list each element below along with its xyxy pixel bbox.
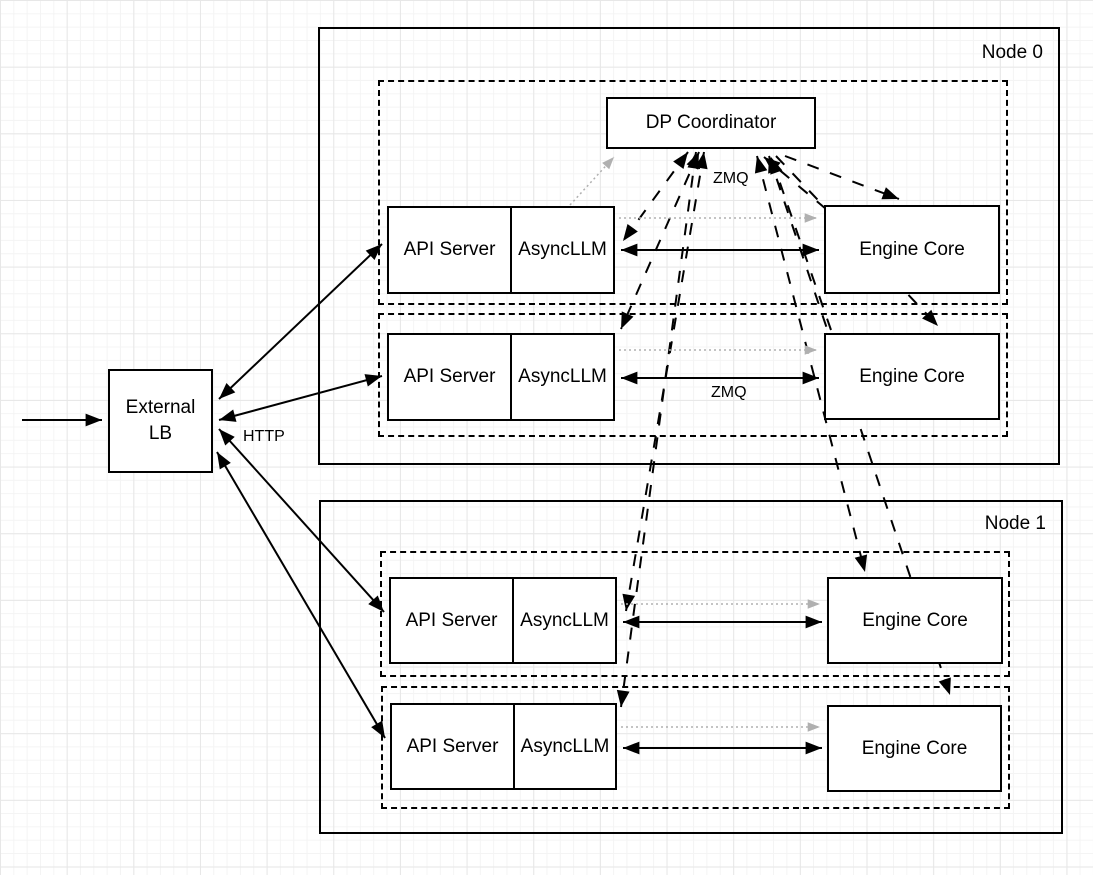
node0-row0-asyncllm: AsyncLLM [518,239,607,260]
arrow-lb-api0r1 [218,243,383,400]
arrow-coord-async1r2 [616,151,701,708]
arrow-lb-api0r2 [218,374,383,422]
node1-row0-frontend-box: API Server AsyncLLM [389,577,617,664]
node0-row1-frontend-box: API Server AsyncLLM [387,333,615,421]
node0-row1-api-server: API Server [389,335,512,419]
external-lb-label-line1: External [125,397,196,419]
arrow-coord-async0r1 [622,151,689,242]
node0-row0-engine-core-box: Engine Core [824,205,1000,294]
node0-title: Node 0 [981,42,1043,63]
node1-row1-frontend-box: API Server AsyncLLM [390,703,617,790]
arrow-engine0r2-to-coord [770,156,832,331]
external-lb-label-line2: LB [148,423,173,444]
arrow-lb-api1r2 [216,451,386,739]
arrow-coord-async0r2 [620,151,700,330]
zmq-label-engine: ZMQ [711,384,747,401]
node1-row0-engine-core-label: Engine Core [862,609,968,631]
node1-row1-engine-core-box: Engine Core [827,705,1002,792]
node0-row0-api-server: API Server [389,208,512,292]
node1-row0-api-server: API Server [391,579,514,662]
external-lb-box: External LB [108,369,213,473]
zmq-label-coordinator: ZMQ [713,170,749,187]
dp-coordinator-label: DP Coordinator [645,112,777,133]
node0-row1-engine-core-box: Engine Core [824,333,1000,420]
node1-row1-asyncllm: AsyncLLM [520,735,610,757]
arrow-async0r1-to-coord-dotted [569,156,615,206]
node1-title: Node 1 [984,513,1046,534]
arrow-coord-async1r1 [622,151,708,612]
node0-row1-engine-core-label: Engine Core [859,365,965,387]
arrow-coord-to-engine0r1 [784,155,900,200]
node0-row0-engine-core-label: Engine Core [859,238,965,260]
node0-row0-frontend-box: API Server AsyncLLM [387,206,615,294]
node1-row0-engine-core-box: Engine Core [827,577,1003,664]
arrow-lb-api1r1 [218,428,385,613]
node1-row0-asyncllm: AsyncLLM [520,609,609,631]
node0-row1-asyncllm: AsyncLLM [518,366,607,387]
node1-row1-api-server: API Server [392,705,515,788]
dp-coordinator-box: DP Coordinator [606,97,816,149]
node1-row1-engine-core-label: Engine Core [861,737,968,759]
http-label: HTTP [243,428,285,445]
